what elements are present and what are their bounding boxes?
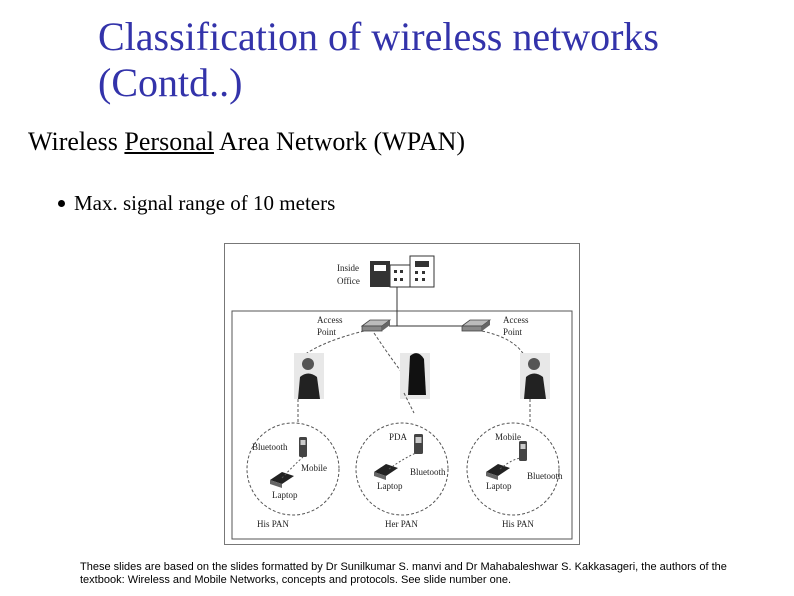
laptop-label-right: Laptop — [486, 481, 512, 491]
bluetooth-link-right — [499, 457, 522, 470]
access-point-left-icon — [360, 319, 392, 332]
subtitle-prefix: Wireless — [28, 127, 125, 156]
bluetooth-label-center: Bluetooth — [410, 467, 446, 477]
slide-subtitle: Wireless Personal Area Network (WPAN) — [28, 127, 465, 157]
his-pan-right-circle — [466, 422, 560, 516]
person-center-icon — [400, 353, 430, 399]
mobile-phone-right-icon — [519, 441, 527, 461]
access-point-right-label-2: Point — [503, 327, 523, 337]
bullet-dot-icon — [58, 199, 65, 207]
pda-label: PDA — [389, 432, 408, 442]
wireless-link-ap-right-person — [481, 330, 525, 356]
his-pan-left-circle — [246, 422, 340, 516]
wpan-diagram: Inside Office Access Point Access Point — [224, 243, 580, 545]
person-right-icon — [520, 353, 550, 399]
bluetooth-label-left: Bluetooth — [252, 442, 288, 452]
title-line-1: Classification of wireless networks — [98, 14, 659, 59]
access-point-right-label-1: Access — [503, 315, 529, 325]
bullet-text: Max. signal range of 10 meters — [74, 191, 336, 215]
wireless-link-ap-left-person — [303, 330, 365, 356]
pda-icon — [414, 434, 423, 454]
subtitle-underlined: Personal — [124, 127, 214, 156]
her-pan-label: Her PAN — [385, 519, 418, 529]
inside-office-label-2: Office — [337, 276, 360, 286]
mobile-label-left: Mobile — [301, 463, 327, 473]
title-line-2: (Contd..) — [98, 60, 243, 105]
bluetooth-link-center — [388, 452, 417, 470]
bullet-point: Max. signal range of 10 meters — [58, 191, 335, 216]
wireless-link-her-pan — [403, 392, 415, 414]
laptop-label-left: Laptop — [272, 490, 298, 500]
mobile-label-right: Mobile — [495, 432, 521, 442]
bluetooth-label-right: Bluetooth — [527, 471, 563, 481]
slide-title: Classification of wireless networks (Con… — [98, 14, 778, 106]
his-pan-label-left: His PAN — [257, 519, 289, 529]
subtitle-suffix: Area Network (WPAN) — [213, 127, 466, 156]
inside-office-label-1: Inside — [337, 263, 359, 273]
laptop-center-icon — [374, 464, 398, 480]
access-point-left-label-1: Access — [317, 315, 343, 325]
laptop-label-center: Laptop — [377, 481, 403, 491]
office-area-box — [231, 310, 573, 540]
access-point-left-label-2: Point — [317, 327, 337, 337]
person-left-icon — [294, 353, 324, 399]
laptop-right-icon — [486, 464, 510, 480]
footer-note: These slides are based on the slides for… — [80, 561, 727, 586]
mobile-phone-left-icon — [299, 437, 307, 457]
office-building-icon — [370, 255, 435, 288]
access-point-right-icon — [460, 319, 492, 332]
bluetooth-link-left — [281, 456, 304, 479]
her-pan-circle — [355, 422, 449, 516]
his-pan-label-right: His PAN — [502, 519, 534, 529]
